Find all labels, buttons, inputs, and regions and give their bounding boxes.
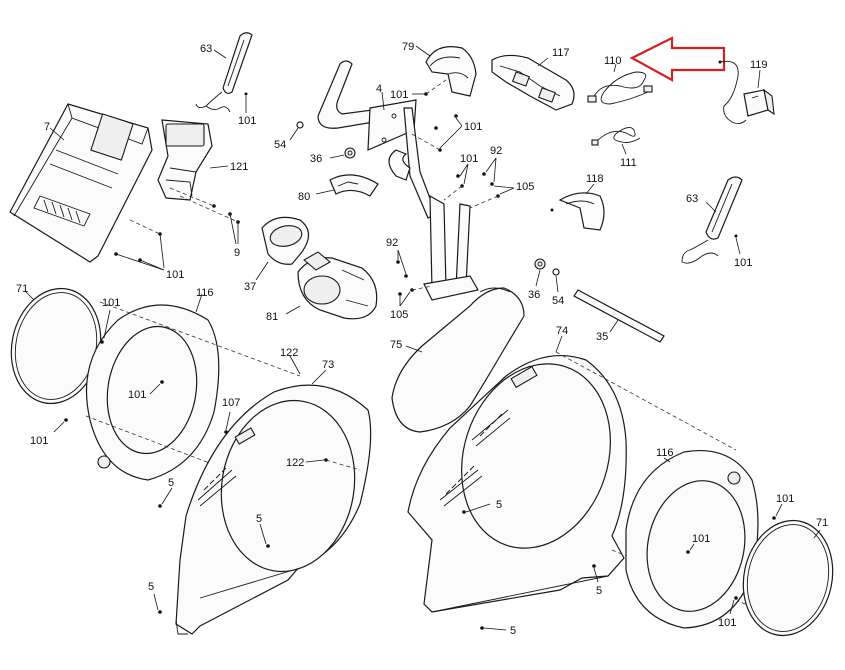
label-54-left: 54 xyxy=(274,139,286,151)
part-labels: 63 101 7 121 9 101 79 117 110 119 4 101 … xyxy=(16,41,828,637)
label-36-left: 36 xyxy=(310,153,322,165)
label-101-bottom-right: 101 xyxy=(718,617,736,629)
part-116-ring-left xyxy=(85,304,220,481)
part-92-105-hardware-lower xyxy=(396,249,433,307)
part-110-wire-harness xyxy=(587,71,653,105)
part-121-console-bracket xyxy=(157,119,213,201)
label-9: 9 xyxy=(234,247,240,259)
label-116-left: 116 xyxy=(196,287,214,299)
label-110: 110 xyxy=(604,55,622,67)
part-63-hand-grip-right xyxy=(681,176,743,264)
label-101-disc-left: 101 xyxy=(30,435,48,447)
label-5-f: 5 xyxy=(510,625,516,637)
highlight-arrow xyxy=(629,36,726,82)
part-37-boot xyxy=(261,216,310,265)
part-36-bushing-right xyxy=(534,258,546,270)
label-101-upright: 101 xyxy=(464,121,482,133)
part-116-ring-right xyxy=(625,449,759,629)
part-111-cable xyxy=(591,127,641,146)
label-117: 117 xyxy=(552,47,570,59)
part-101-console-screws xyxy=(114,219,165,271)
part-9-screws xyxy=(169,187,240,245)
label-81: 81 xyxy=(266,311,278,323)
label-37: 37 xyxy=(244,281,256,293)
part-73-left-shroud xyxy=(175,384,372,635)
part-101-screws-right xyxy=(686,503,783,615)
label-101-disc-right-top: 101 xyxy=(776,493,794,505)
part-79-top-cap xyxy=(425,46,477,97)
label-111: 111 xyxy=(620,157,637,169)
label-80: 80 xyxy=(298,191,310,203)
part-54-washer-right xyxy=(552,268,560,276)
label-101-ring-right: 101 xyxy=(692,533,710,545)
part-75-front-cover xyxy=(391,287,525,433)
part-7-console xyxy=(9,103,153,263)
label-54-right: 54 xyxy=(552,295,564,307)
part-101-92-105-hardware xyxy=(443,157,515,209)
label-63-right: 63 xyxy=(686,193,698,205)
label-92-upper: 92 xyxy=(490,145,502,157)
part-107-122-5-hardware-left xyxy=(153,411,361,614)
label-101-console: 101 xyxy=(166,269,184,281)
label-101-mid: 101 xyxy=(460,153,478,165)
label-5-a: 5 xyxy=(168,477,174,489)
label-119: 119 xyxy=(750,59,768,71)
part-80-shroud xyxy=(329,174,379,197)
part-63-hand-grip-left xyxy=(195,32,253,113)
label-92-lower: 92 xyxy=(386,237,398,249)
part-36-bushing-left xyxy=(344,147,356,159)
label-79: 79 xyxy=(402,41,414,53)
label-71-right: 71 xyxy=(816,517,828,529)
part-101-screws-top xyxy=(411,79,463,152)
part-74-right-shroud xyxy=(407,354,627,613)
label-101-ring-left: 101 xyxy=(128,389,146,401)
part-119-power-adapter xyxy=(743,88,775,117)
label-116-right: 116 xyxy=(656,447,674,459)
label-105-lower: 105 xyxy=(390,309,408,321)
part-35-axle xyxy=(573,289,665,343)
label-107: 107 xyxy=(222,397,240,409)
label-5-d: 5 xyxy=(496,499,502,511)
label-5-b: 5 xyxy=(256,513,262,525)
part-5-hardware-right xyxy=(462,503,599,631)
label-71-left: 71 xyxy=(16,283,28,295)
label-121: 121 xyxy=(230,161,248,173)
label-36-right: 36 xyxy=(528,289,540,301)
part-71-disc-right xyxy=(742,519,834,637)
part-101-screws-left xyxy=(53,309,164,433)
label-4: 4 xyxy=(376,83,382,95)
label-5-c: 5 xyxy=(148,581,154,593)
label-101-grip-right: 101 xyxy=(734,257,752,269)
label-105-upper: 105 xyxy=(516,181,534,193)
label-118: 118 xyxy=(586,173,604,185)
label-75: 75 xyxy=(390,339,402,351)
label-122-mid: 122 xyxy=(286,457,304,469)
label-7: 7 xyxy=(44,121,50,133)
label-73: 73 xyxy=(322,359,334,371)
label-5-e: 5 xyxy=(596,585,602,597)
part-4-handlebar xyxy=(317,60,479,301)
label-63-top: 63 xyxy=(200,43,212,55)
part-54-washer-left xyxy=(296,121,304,129)
part-81-crank-shroud xyxy=(297,251,378,320)
part-117-cover xyxy=(491,54,575,111)
label-101-left-top: 101 xyxy=(102,297,120,309)
label-101-cap: 101 xyxy=(390,89,408,101)
label-35: 35 xyxy=(596,331,608,343)
label-74: 74 xyxy=(556,325,568,337)
part-118-cap xyxy=(550,192,605,231)
label-122-top: 122 xyxy=(280,347,298,359)
label-101-grip: 101 xyxy=(238,115,256,127)
